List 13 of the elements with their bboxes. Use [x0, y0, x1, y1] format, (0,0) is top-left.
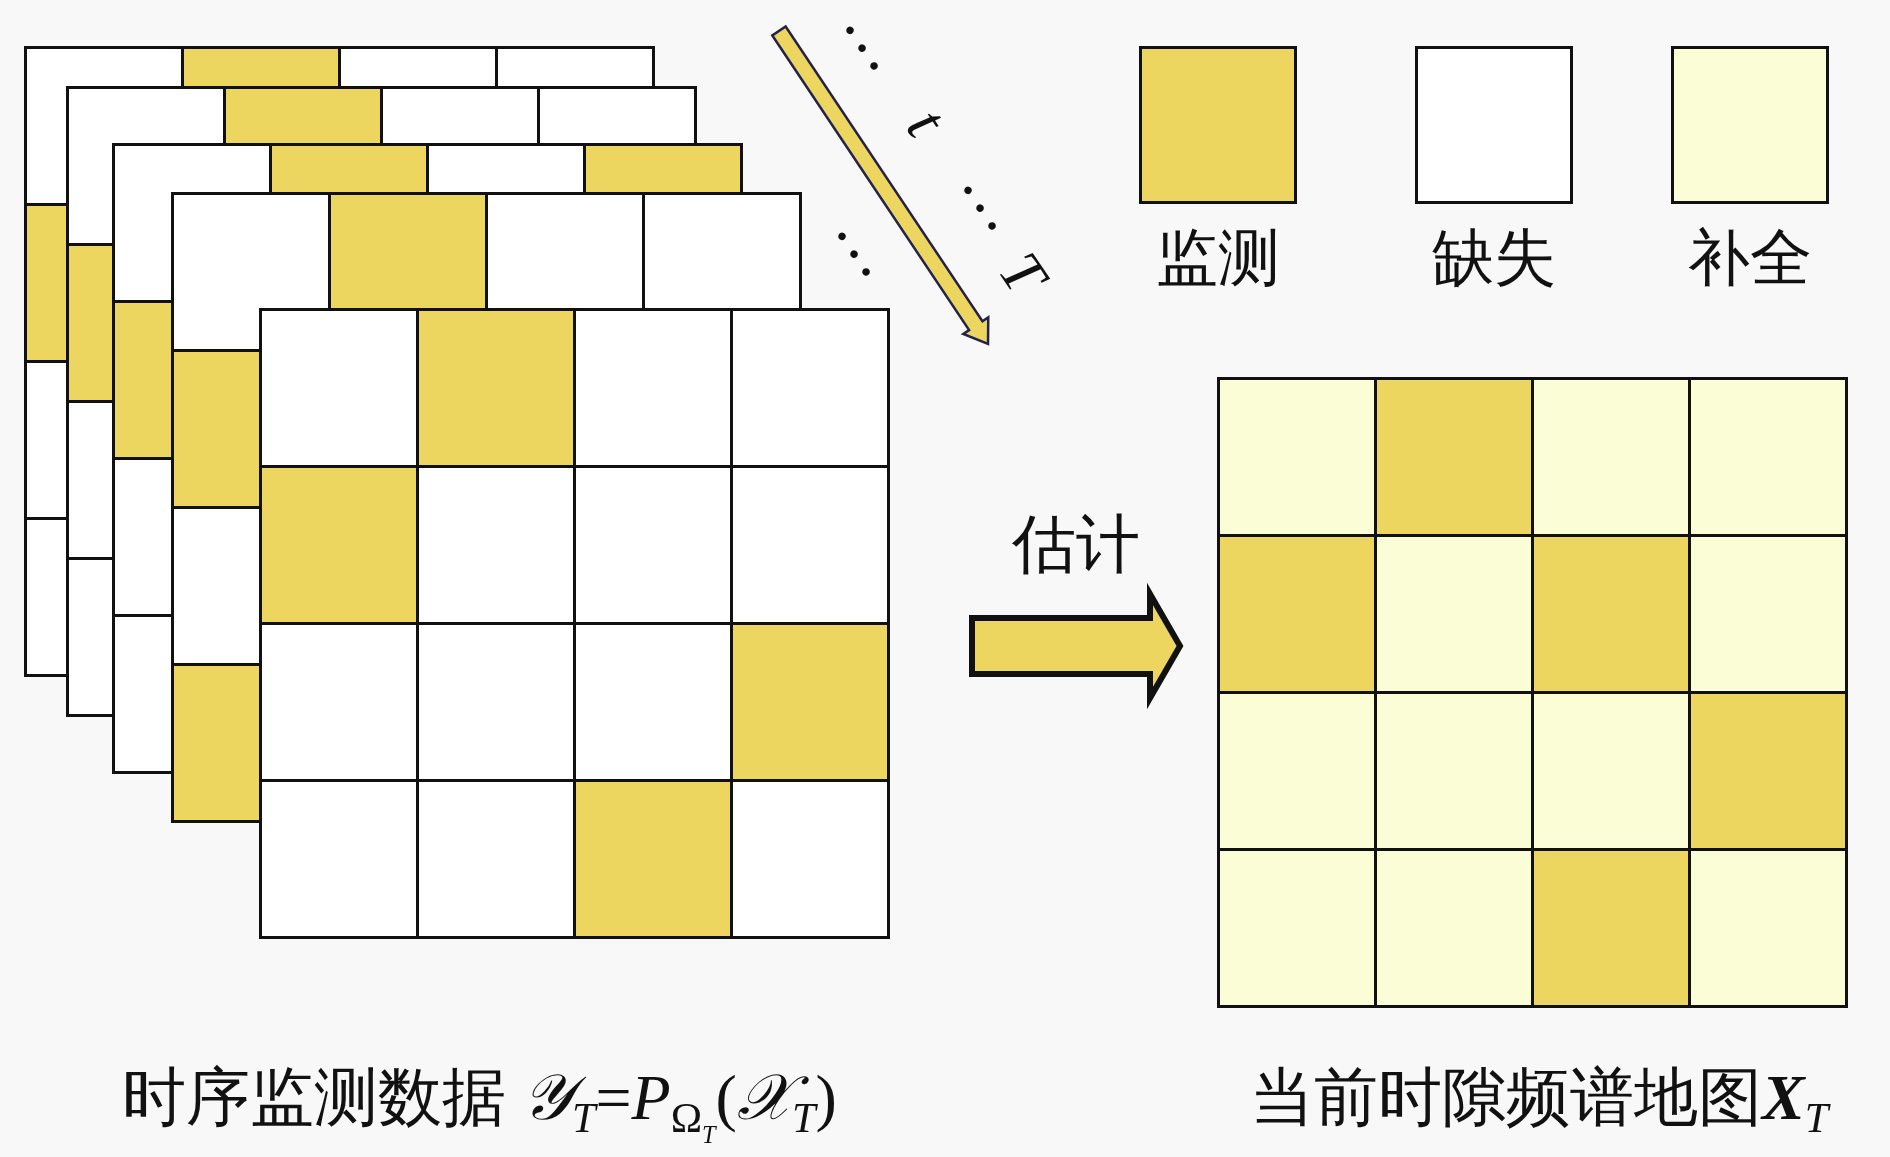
legend-label: 补全: [1688, 227, 1812, 289]
grid-map: [1217, 377, 1848, 1008]
ellipsis: …: [950, 153, 1040, 243]
node-label: 时序监测数据 𝒴$_{T}$=P$_{Ω}$$_{T}$(𝒳$_{T}$): [122, 1060, 837, 1151]
time-label: t: [896, 97, 958, 147]
node-label: 当前时隙频谱地图X$_{T}$: [1250, 1061, 1829, 1143]
block-arrow: [969, 582, 1184, 710]
ellipsis: …: [824, 199, 914, 289]
legend-label: 缺失: [1432, 227, 1556, 289]
legend-label: 监测: [1156, 227, 1280, 289]
ellipsis: …: [832, 0, 922, 83]
time-label: T: [988, 242, 1058, 304]
grid-layer: [259, 308, 890, 939]
